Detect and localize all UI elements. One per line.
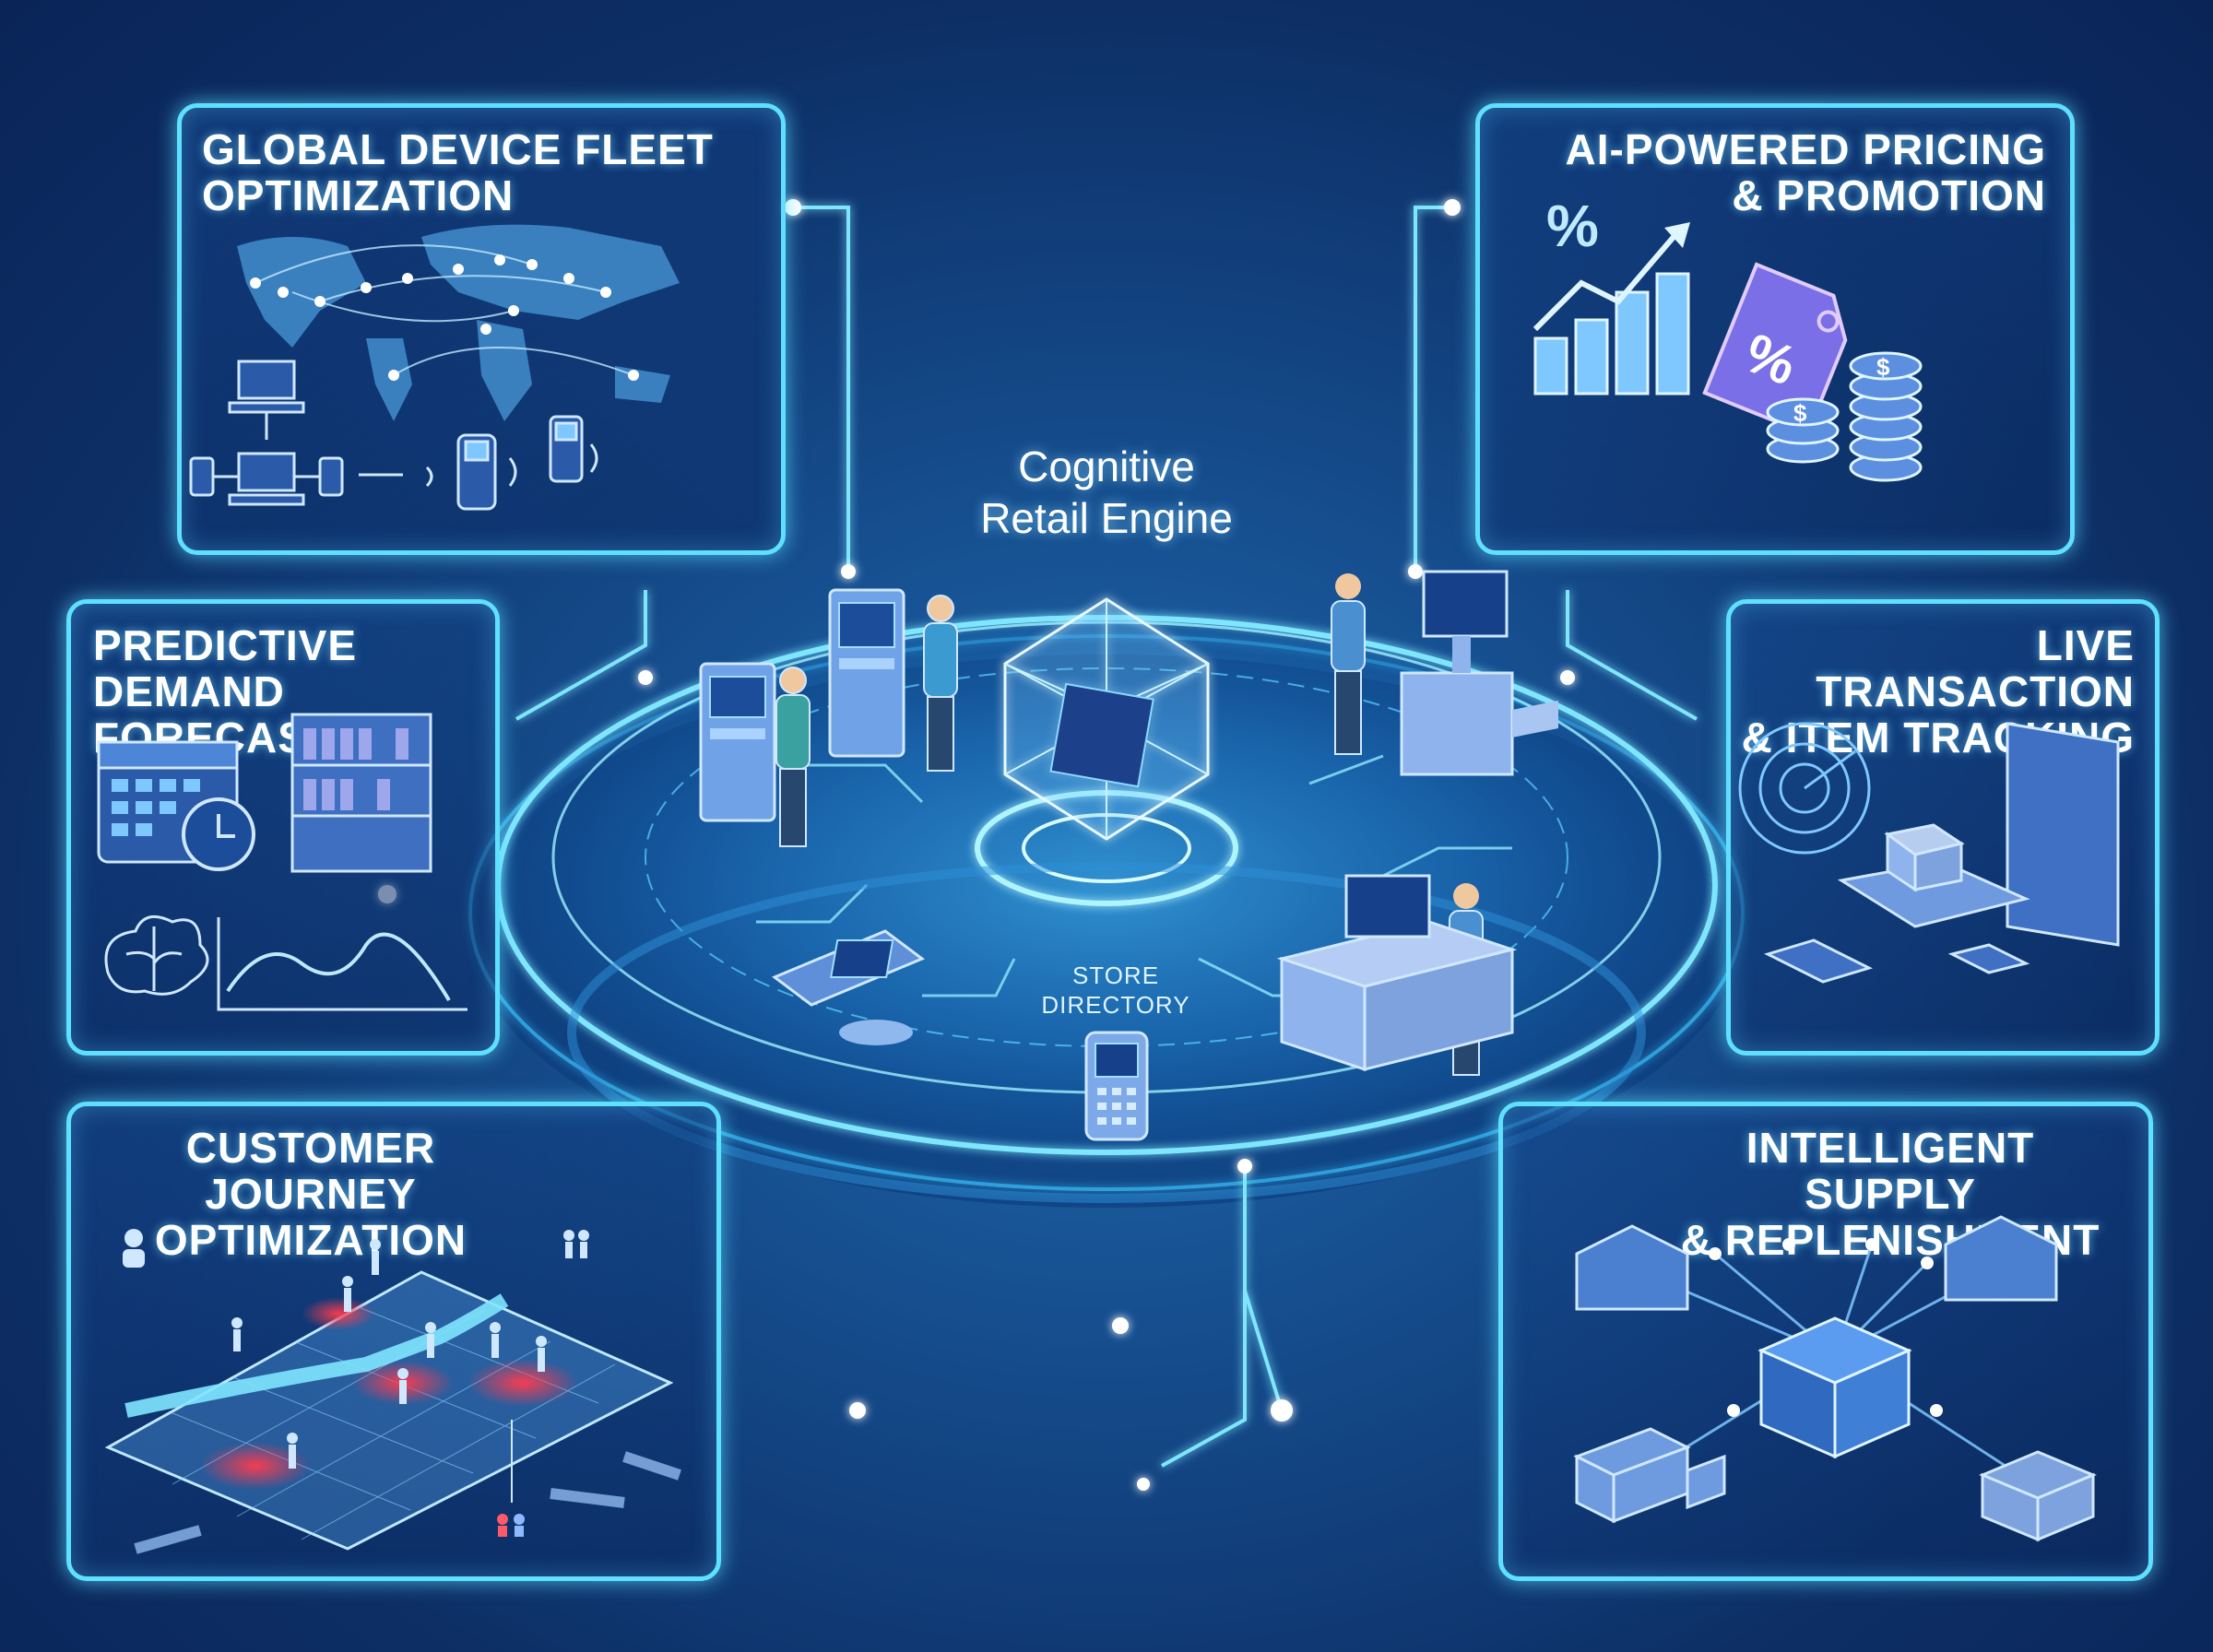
panel-title: GLOBAL DEVICE FLEET OPTIMIZATION (202, 126, 714, 218)
kiosk-icon (828, 588, 905, 758)
panel-intelligent-supply: INTELLIGENT SUPPLY & REPLENISHMENT (1498, 1102, 2153, 1581)
panel-title-line: LIVE TRANSACTION (1816, 621, 2135, 715)
center-title: Cognitive Retail Engine (904, 441, 1309, 544)
panel-global-device-fleet: GLOBAL DEVICE FLEET OPTIMIZATION (177, 103, 786, 555)
panel-title: AI-POWERED PRICING & PROMOTION (1566, 126, 2046, 218)
store-directory-label: STORE DIRECTORY (1024, 961, 1208, 1020)
panel-customer-journey: CUSTOMER JOURNEY OPTIMIZATION (66, 1102, 721, 1581)
center-title-line: Retail Engine (980, 494, 1233, 542)
store-directory-line: DIRECTORY (1041, 991, 1190, 1019)
trend-arrow (1533, 235, 1676, 332)
clock-icon (182, 797, 255, 871)
panel-title-line: GLOBAL DEVICE FLEET (202, 125, 714, 173)
person-icon (123, 1229, 589, 1469)
panel-title-line: AI-POWERED PRICING (1565, 125, 2046, 173)
panel-ai-powered-pricing: AI-POWERED PRICING & PROMOTION % % $ $ (1475, 103, 2075, 555)
map-node-dots (250, 254, 639, 381)
store-shelf-icon (290, 713, 432, 873)
pallet-icon (1979, 1450, 2097, 1542)
handheld-scanner-icon (425, 415, 598, 511)
pricing-illustration: % % $ $ (1533, 193, 1923, 482)
world-map-icon (237, 224, 680, 421)
tracking-illustration (1738, 722, 2120, 984)
person-icon (775, 595, 958, 847)
checkout-counter-icon (1400, 570, 1558, 776)
truck-icon (1573, 1427, 1726, 1524)
radar-icon (1738, 722, 1871, 855)
network-node-dots (1709, 1238, 1943, 1417)
heatmap-floor-icon (104, 1270, 681, 1554)
line-chart-icon (217, 917, 467, 1011)
service-desk-icon (1276, 874, 1518, 1072)
panel-predictive-demand: PREDICTIVE DEMAND FORECASTS (66, 599, 500, 1056)
panel-title: CUSTOMER JOURNEY OPTIMIZATION (89, 1125, 532, 1263)
panel-connectors (515, 206, 1698, 1468)
brain-icon (104, 914, 209, 996)
panel-title-line: OPTIMIZATION (202, 171, 515, 219)
panel-title-line: CUSTOMER JOURNEY (185, 1124, 436, 1218)
kiosk-icon (699, 662, 776, 822)
data-cube-icon (1757, 1316, 1912, 1459)
pos-terminal-icon (772, 929, 925, 1045)
store-directory-line: STORE (1071, 962, 1160, 989)
price-tag-icon: % (1702, 262, 1848, 437)
panel-title-line: PREDICTIVE DEMAND (93, 621, 358, 715)
panel-title: INTELLIGENT SUPPLY & REPLENISHMENT (1669, 1125, 2112, 1263)
handheld-scanner-icon (1084, 1031, 1149, 1141)
percent-symbol: % (1546, 193, 1599, 259)
center-title-line: Cognitive (1018, 442, 1195, 490)
svg-text:$: $ (1876, 353, 1890, 381)
panel-title-line: OPTIMIZATION (154, 1216, 467, 1264)
crystal-engine-icon (1003, 597, 1210, 841)
panel-title-line: & PROMOTION (1732, 171, 2046, 219)
fleet-illustration (189, 224, 680, 511)
journey-illustration (104, 1229, 681, 1554)
card-terminal-icon (1763, 938, 2030, 984)
monitor-icon (2006, 722, 2120, 947)
package-icon (1837, 823, 2030, 928)
coin-stack-icon: $ $ (1766, 351, 1923, 482)
supply-illustration (1573, 1215, 2097, 1542)
panel-title-line: INTELLIGENT SUPPLY (1746, 1124, 2035, 1218)
bar-chart-icon (1533, 272, 1690, 395)
svg-text:$: $ (1793, 399, 1807, 427)
computer-network-icon (189, 360, 403, 506)
demand-illustration (97, 713, 467, 1011)
warehouse-icon (1575, 1215, 2058, 1311)
panel-live-transaction: LIVE TRANSACTION & ITEM TRACKING (1726, 599, 2160, 1056)
visitor-pair-icon (497, 1420, 525, 1537)
trend-arrowhead (1664, 222, 1690, 248)
